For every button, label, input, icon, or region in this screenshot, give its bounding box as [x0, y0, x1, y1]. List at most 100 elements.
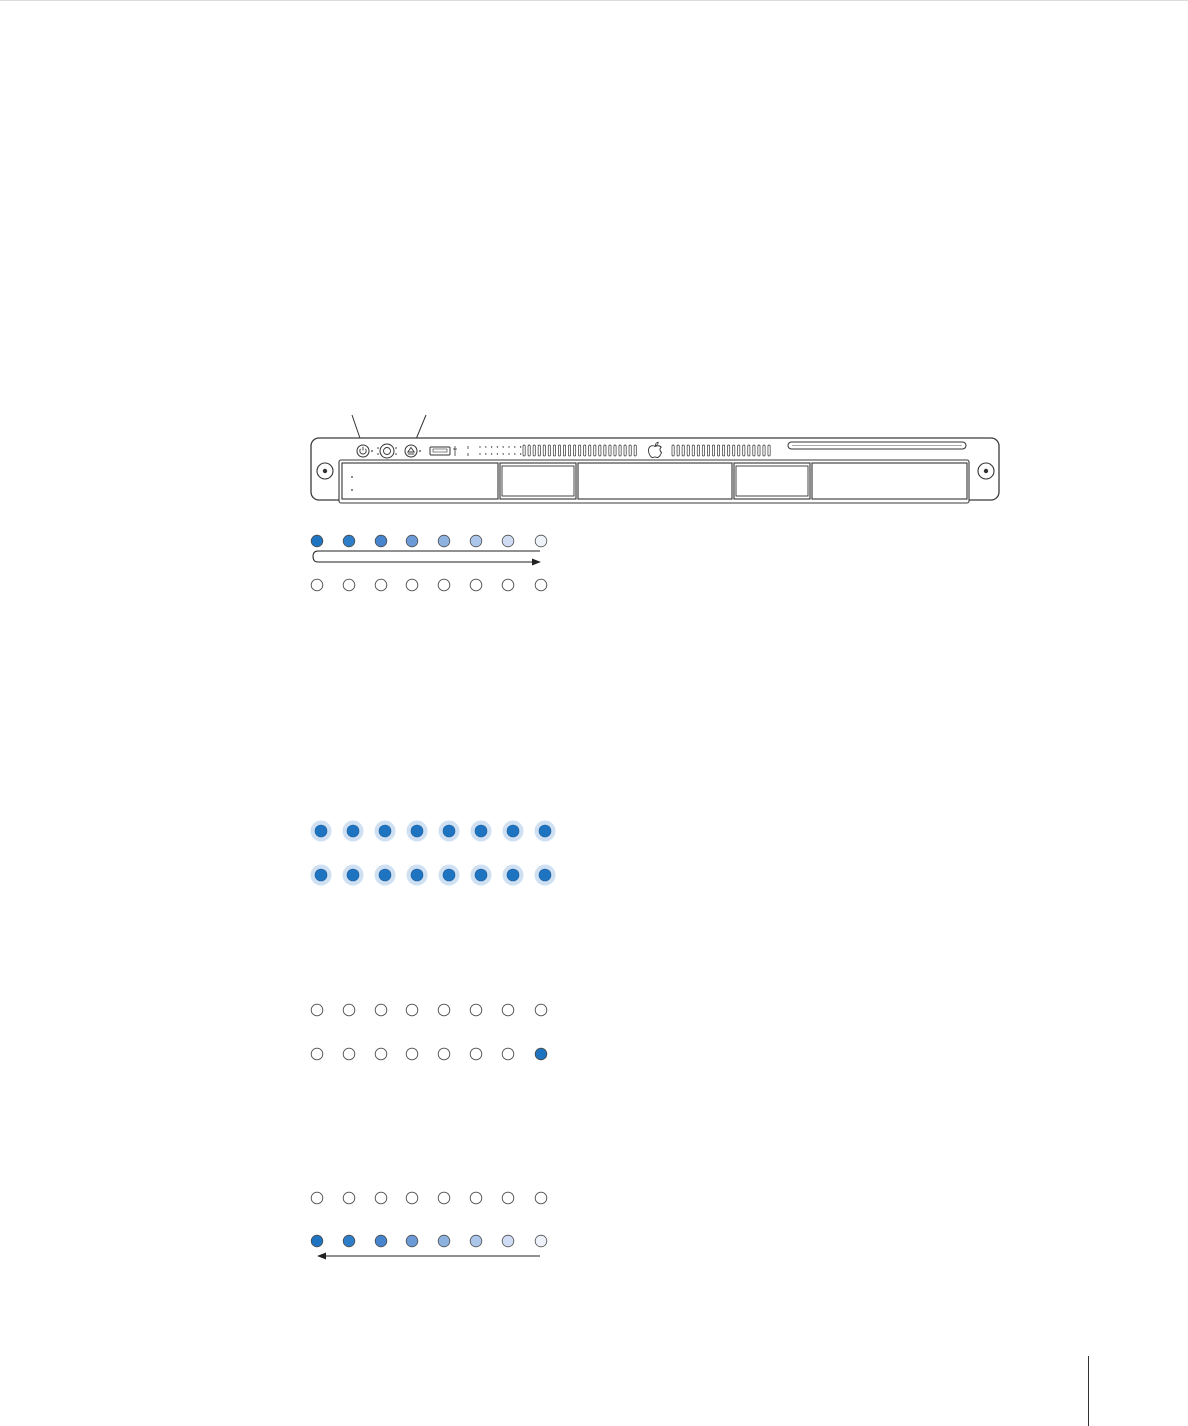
sequence-forward-arrow [312, 550, 541, 566]
indicator-led [437, 1047, 451, 1061]
drive-bay-3[interactable] [577, 462, 733, 500]
indicator-led [437, 534, 451, 548]
vent-slot [727, 444, 731, 457]
indicator-led [310, 1191, 324, 1205]
indicator-led [374, 1191, 388, 1205]
disc-eject-icon[interactable] [404, 444, 421, 458]
vent-dot [479, 453, 481, 455]
vent-slot [767, 444, 771, 457]
led-row-reverse-top [310, 1191, 548, 1205]
indicator-led [405, 1003, 419, 1017]
indicator-led [501, 1047, 515, 1061]
drive-bay-1[interactable] [341, 462, 499, 500]
vent-slot [537, 444, 541, 457]
led-row-single-bottom [310, 1047, 548, 1061]
led-row-forward-bottom [310, 578, 548, 592]
vent-dot [502, 453, 504, 455]
indicator-led [342, 1003, 356, 1017]
vent-slot [691, 444, 695, 457]
indicator-led [534, 1191, 548, 1205]
vent-slot [671, 444, 675, 457]
indicator-led [378, 868, 392, 882]
indicator-led [501, 1191, 515, 1205]
indicator-led [534, 534, 548, 548]
vent-dot [485, 446, 487, 448]
top-rule [0, 0, 1188, 1]
indicator-led [405, 578, 419, 592]
vent-dot [496, 453, 499, 455]
indicator-led [405, 1191, 419, 1205]
drive-bay-4[interactable] [733, 462, 811, 500]
rack-screw-left-icon [316, 462, 334, 480]
vent-dot [496, 446, 499, 448]
indicator-led [314, 868, 328, 882]
indicator-led [534, 1047, 548, 1061]
vent-slot [732, 444, 736, 457]
indicator-led [442, 824, 456, 838]
indicator-led [342, 534, 356, 548]
vent-slot [722, 444, 726, 457]
indicator-led [501, 534, 515, 548]
vent-dot [508, 453, 510, 455]
vent-slot [618, 444, 622, 457]
indicator-led [469, 1234, 483, 1248]
indicator-led [310, 534, 324, 548]
page-margin-rule [1088, 1356, 1089, 1426]
indicator-led [405, 1047, 419, 1061]
vent-slot [686, 444, 690, 457]
indicator-led [346, 824, 360, 838]
vent-slot [552, 444, 556, 457]
vent-slot [676, 444, 680, 457]
indicator-led-panels [310, 534, 556, 1248]
vent-slot [681, 444, 685, 457]
indicator-led [506, 868, 520, 882]
indicator-led [534, 1003, 548, 1017]
drive-bay-5[interactable] [811, 462, 968, 500]
vent-dot [502, 446, 504, 448]
led-row-all-lit-top [310, 820, 556, 842]
indicator-led [506, 824, 520, 838]
vent-slot [717, 444, 721, 457]
vent-slot [762, 444, 766, 457]
indicator-led [405, 1234, 419, 1248]
power-button-icon[interactable] [356, 444, 373, 458]
indicator-led [310, 578, 324, 592]
usb-port-icon[interactable] [429, 446, 457, 456]
vent-slots-left [522, 444, 637, 457]
vent-slot [547, 444, 551, 457]
vent-dot [485, 453, 487, 455]
vent-slot [706, 444, 710, 457]
vent-dot [508, 446, 510, 448]
vent-dot [490, 446, 493, 448]
vent-slot [623, 444, 627, 457]
system-identifier-icon[interactable] [377, 443, 397, 459]
vent-slot [747, 444, 751, 457]
indicator-led [314, 824, 328, 838]
indicator-led [501, 1003, 515, 1017]
led-row-all-lit-bottom [310, 864, 556, 886]
drive-bay-2[interactable] [499, 462, 577, 500]
indicator-led [437, 1003, 451, 1017]
slot-loading-drive-icon[interactable] [787, 441, 967, 450]
vent-dot [514, 453, 516, 455]
indicator-led [310, 1047, 324, 1061]
vent-dot [479, 446, 481, 448]
rack-screw-right-icon [977, 462, 995, 480]
indicator-led [469, 1047, 483, 1061]
vent-slot [578, 444, 582, 457]
indicator-led [469, 1191, 483, 1205]
indicator-led [342, 1047, 356, 1061]
indicator-led [534, 1234, 548, 1248]
indicator-led [342, 1191, 356, 1205]
indicator-led [374, 1234, 388, 1248]
vent-slot [542, 444, 546, 457]
vent-dot [490, 453, 493, 455]
vent-slot [613, 444, 617, 457]
apple-logo-icon [648, 441, 663, 458]
indicator-led [410, 824, 424, 838]
vent-slot [712, 444, 715, 457]
vent-slot [568, 444, 572, 457]
indicator-led [469, 1003, 483, 1017]
indicator-led [310, 1234, 324, 1248]
vent-slot [737, 444, 741, 457]
